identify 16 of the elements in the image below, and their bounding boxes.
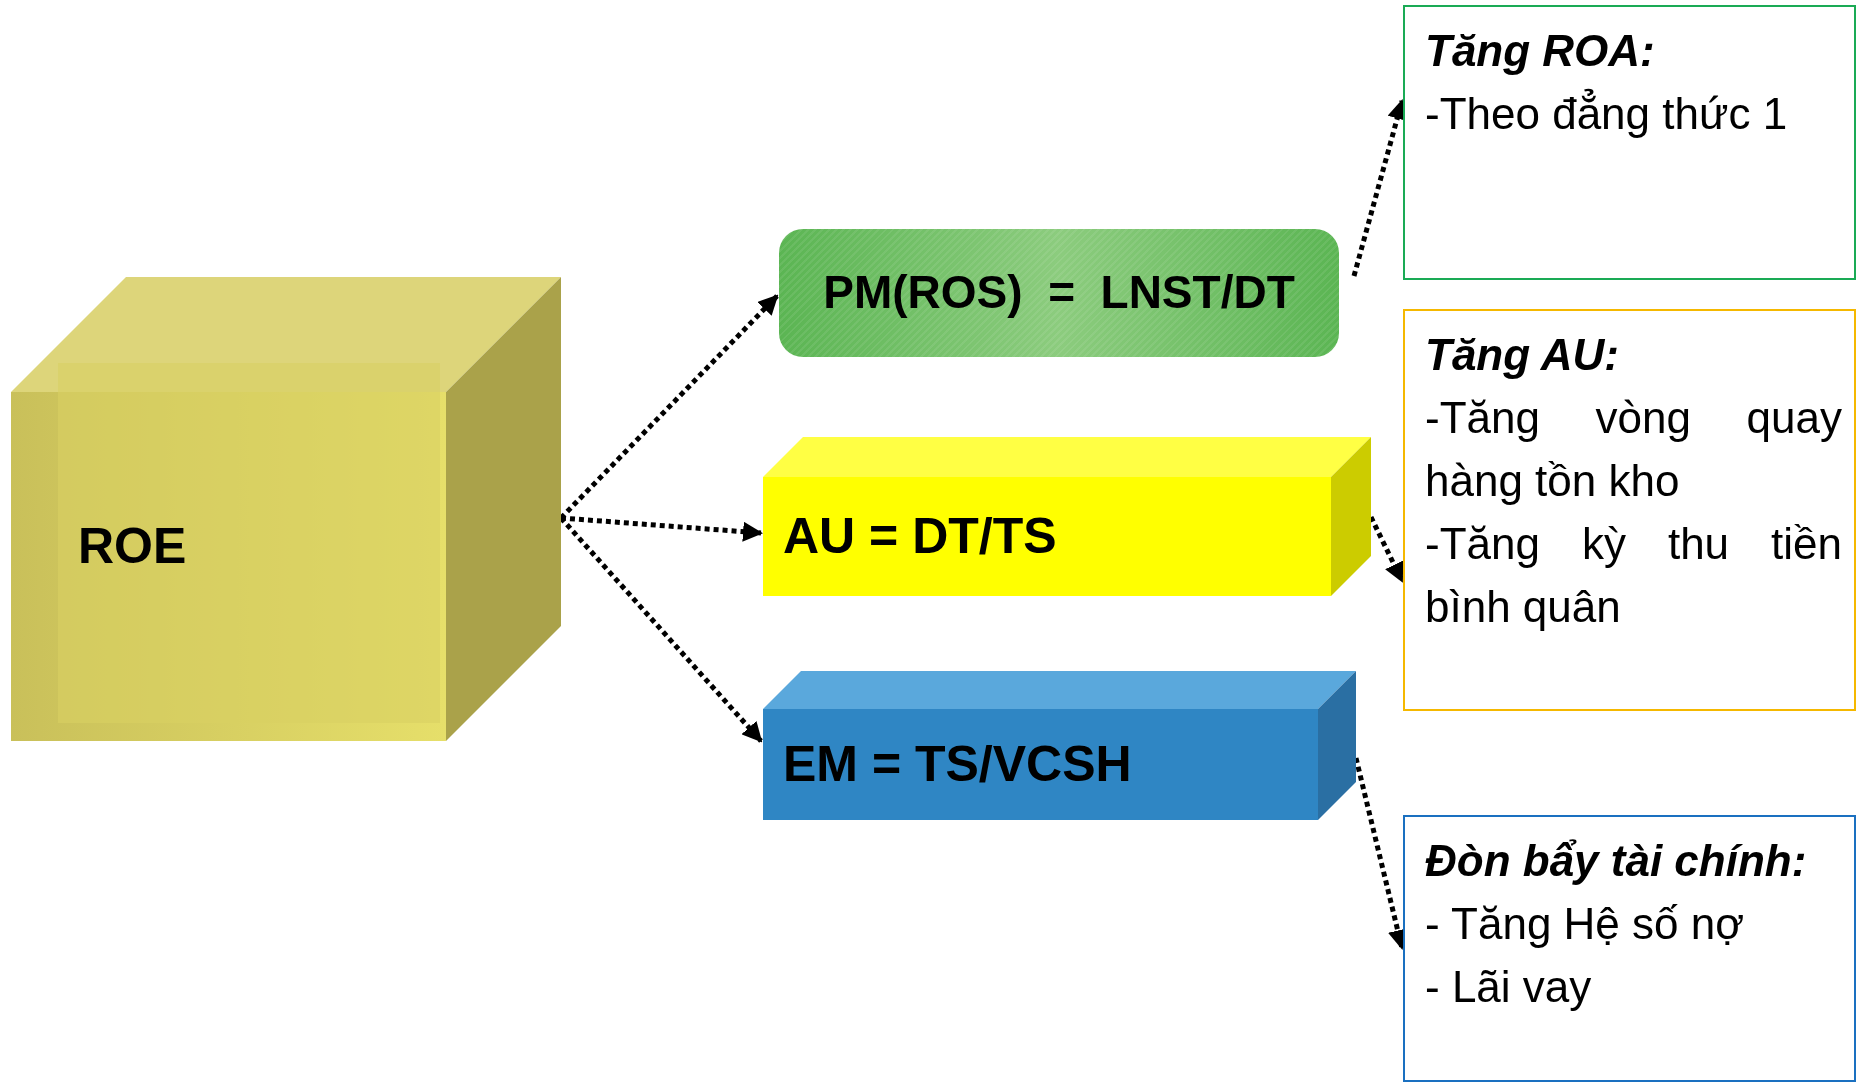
note-text: -Tăng vòng quay hàng tồn kho xyxy=(1425,392,1842,507)
note-text: - Tăng Hệ số nợ xyxy=(1425,898,1746,950)
note-text: -Theo đẳng thức 1 xyxy=(1425,87,1789,140)
note-heading: Tăng ROA: xyxy=(1425,25,1656,77)
formula-text: PM(ROS) = LNST/DT xyxy=(822,265,1296,319)
note-box xyxy=(1403,815,1856,1082)
note-heading: Đòn bẩy tài chính: xyxy=(1425,835,1808,887)
formula-text: EM = TS/VCSH xyxy=(783,734,1132,793)
note-heading: Tăng AU: xyxy=(1425,329,1620,381)
formula-box xyxy=(779,229,1339,357)
formula-text: AU = DT/TS xyxy=(783,506,1057,565)
note-box xyxy=(1403,5,1856,280)
node-label: ROE xyxy=(78,517,187,575)
note-box xyxy=(1403,309,1856,711)
note-text: -Tăng kỳ thu tiền bình quân xyxy=(1425,518,1842,633)
note-text: - Lãi vay xyxy=(1425,961,1593,1013)
